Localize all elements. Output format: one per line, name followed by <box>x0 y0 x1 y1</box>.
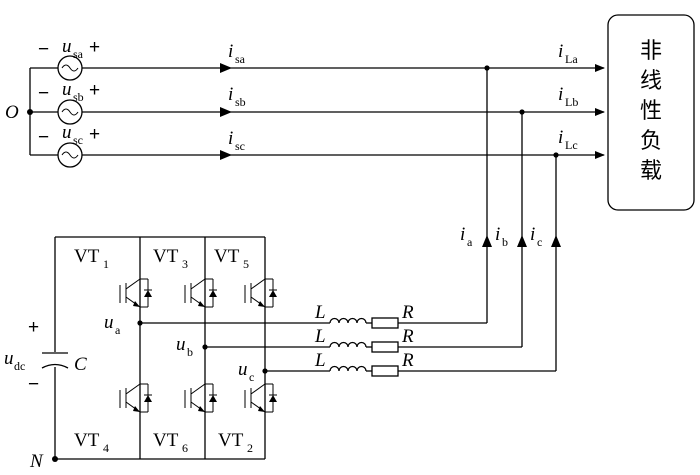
vt6-sub: 6 <box>182 441 188 455</box>
igbt-vt4-icon <box>119 383 152 413</box>
arrow-ic <box>551 235 561 247</box>
ic-sym: i <box>530 224 535 245</box>
resistor-a-label: R <box>401 302 414 323</box>
uc-sub: c <box>249 370 254 384</box>
arrow-isb <box>220 107 232 117</box>
arrow-ib <box>517 235 527 247</box>
ic-sub: c <box>537 235 542 249</box>
load-box <box>607 14 695 211</box>
udc-sub: dc <box>14 359 25 373</box>
igbt-vt6-icon <box>184 383 217 413</box>
ila-sub: La <box>565 52 578 66</box>
resistor-b-icon <box>371 341 399 353</box>
ua-sym: u <box>104 312 114 333</box>
igbt-vt1-icon <box>119 278 152 308</box>
source-c-minus: − <box>38 127 49 148</box>
udc-minus: − <box>28 374 39 395</box>
compensation-branches: i a i b i c <box>460 68 561 371</box>
inductor-b-icon <box>329 341 367 348</box>
source-a-minus: − <box>38 39 49 60</box>
phase-lines: i sa i sb i sc i La i Lb i Lc <box>82 41 605 160</box>
vt3-sym: VT <box>153 246 179 267</box>
isa-sub: sa <box>235 52 246 66</box>
udc-sym: u <box>4 348 14 369</box>
load-char-1: 非 <box>640 39 662 64</box>
resistor-b-label: R <box>401 326 414 347</box>
vt2-sub: 2 <box>247 441 253 455</box>
source-b-plus: + <box>89 80 100 101</box>
source-c-sub: sc <box>73 133 83 147</box>
source-a-sub: sa <box>73 47 84 61</box>
vt4-sym: VT <box>74 430 100 451</box>
ia-sym: i <box>460 224 465 245</box>
isc-sym: i <box>228 128 233 149</box>
isb-sym: i <box>228 84 233 105</box>
ilb-sym: i <box>558 84 563 105</box>
vt3-sub: 3 <box>182 257 188 271</box>
vt4-sub: 4 <box>103 441 109 455</box>
ib-sub: b <box>502 235 508 249</box>
vt1-sub: 1 <box>103 257 109 271</box>
ac-sources: O − + u sa − + u sb − + u sc <box>5 36 100 168</box>
uc-sym: u <box>238 359 248 380</box>
ila-sym: i <box>558 41 563 62</box>
source-b-sym: u <box>62 79 72 100</box>
vt5-sym: VT <box>214 246 240 267</box>
resistor-c-icon <box>371 365 399 377</box>
source-b-sub: sb <box>73 90 84 104</box>
neutral-node <box>27 109 33 115</box>
vt1-sym: VT <box>74 246 100 267</box>
ub-sub: b <box>187 345 193 359</box>
dc-capacitor <box>41 352 69 369</box>
arrow-isa <box>220 63 232 73</box>
source-a-sym: u <box>62 36 72 57</box>
udc-plus: + <box>28 317 39 338</box>
igbt-vt5-icon <box>244 278 277 308</box>
igbt-vt2-icon <box>244 383 277 413</box>
ib-sym: i <box>495 224 500 245</box>
load-char-3: 性 <box>640 99 662 124</box>
load-char-4: 负 <box>640 129 662 154</box>
vt6-sym: VT <box>153 430 179 451</box>
source-a-plus: + <box>89 37 100 58</box>
ia-sub: a <box>467 235 473 249</box>
igbt-vt3-icon <box>184 278 217 308</box>
isc-sub: sc <box>235 139 245 153</box>
neutral-label: O <box>5 102 19 123</box>
resistor-c-label: R <box>401 350 414 371</box>
load-char-5: 载 <box>640 159 662 184</box>
nonlinear-load: 非 线 性 负 载 <box>607 14 695 211</box>
source-c-sym: u <box>62 122 72 143</box>
isb-sub: sb <box>235 95 246 109</box>
arrow-isc <box>220 150 232 160</box>
arrow-ia <box>482 235 492 247</box>
vt2-sym: VT <box>218 430 244 451</box>
ub-sym: u <box>176 334 186 355</box>
inductor-a-icon <box>329 317 367 324</box>
inductor-a-label: L <box>314 302 326 323</box>
inductor-c-label: L <box>314 350 326 371</box>
cap-label: C <box>74 354 87 375</box>
ilc-sub: Lc <box>565 138 578 152</box>
load-char-2: 线 <box>640 69 662 94</box>
source-b-minus: − <box>38 83 49 104</box>
source-c-plus: + <box>89 124 100 145</box>
inductor-b-label: L <box>314 326 326 347</box>
vt5-sub: 5 <box>243 257 249 271</box>
inductor-c-icon <box>329 365 367 372</box>
node-n <box>52 456 58 462</box>
ilc-sym: i <box>558 127 563 148</box>
neg-rail-label: N <box>29 451 44 472</box>
isa-sym: i <box>228 41 233 62</box>
resistor-a-icon <box>371 317 399 329</box>
inverter: + − u dc C N <box>4 236 277 472</box>
ua-sub: a <box>115 323 121 337</box>
ilb-sub: Lb <box>565 95 578 109</box>
output-filters: L R L R L R <box>140 302 556 377</box>
